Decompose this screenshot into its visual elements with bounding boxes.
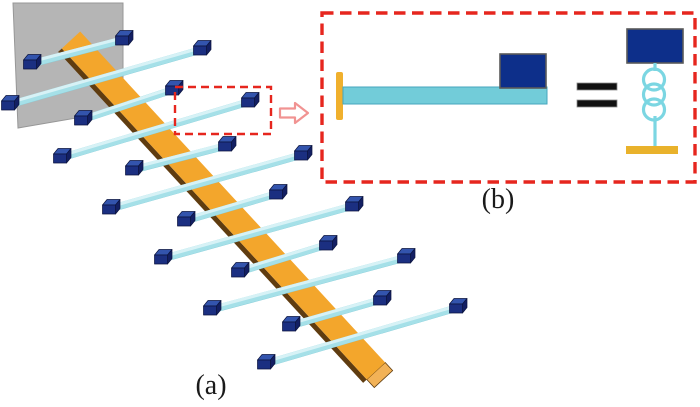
panel-b-label: (b) (481, 184, 515, 215)
crossbar-11 (282, 290, 392, 332)
crossbar-5 (125, 136, 237, 176)
equals-sign (576, 82, 618, 108)
panel-a-label: (a) (195, 370, 227, 401)
zoom-region-box (173, 85, 273, 136)
crossbar-4 (53, 92, 260, 164)
crossbar-6 (102, 145, 313, 215)
wall-anchor (336, 72, 343, 120)
cantilever-schematic (336, 53, 548, 120)
crossbar-1 (23, 30, 134, 70)
crossbar-8 (154, 196, 364, 265)
spring-coil (641, 63, 667, 147)
crossbar-3 (74, 80, 184, 126)
crossbar-10 (203, 248, 416, 316)
ground-base (626, 146, 678, 154)
spring-mass (626, 28, 684, 64)
tip-mass (499, 53, 547, 89)
crossbar-2 (1, 40, 212, 111)
cantilever-beam (342, 86, 548, 105)
crossbar-7 (177, 184, 288, 227)
zoom-arrow-icon (278, 101, 310, 125)
crossbar-12 (257, 298, 468, 370)
inset-border (320, 11, 697, 184)
spring-mass-schematic (626, 28, 684, 154)
crossbar-9 (231, 235, 338, 278)
